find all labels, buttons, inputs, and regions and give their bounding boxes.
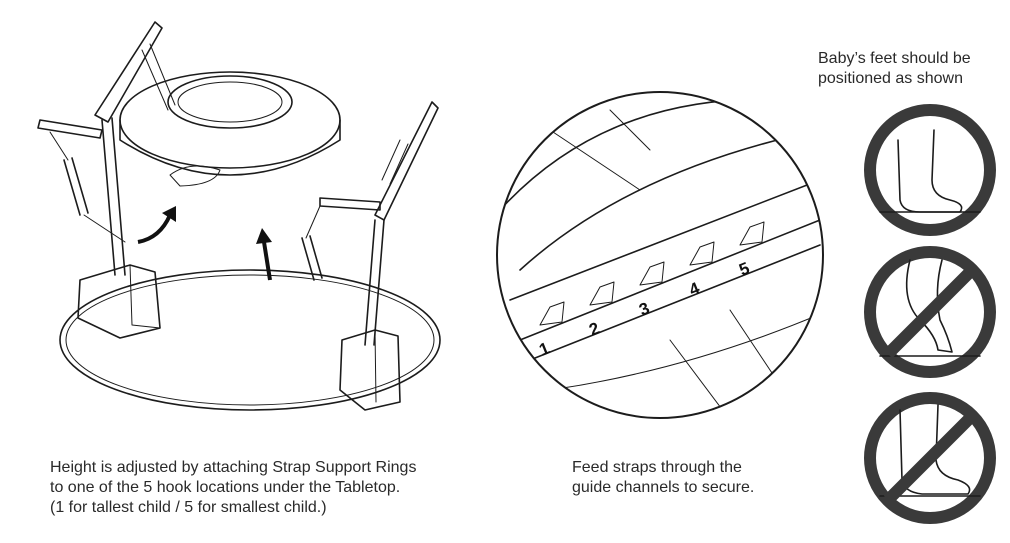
caption-line: Height is adjusted by attaching Strap Su… <box>50 459 417 476</box>
height-adjust-caption: Height is adjusted by attaching Strap Su… <box>50 458 416 518</box>
caption-line: Baby’s feet should be <box>818 50 971 67</box>
foot-flat-prohibited-icon <box>864 392 996 524</box>
caption-line: positioned as shown <box>818 70 963 87</box>
caption-line: Feed straps through the <box>572 459 742 476</box>
jumper-frame-illustration <box>20 10 480 435</box>
foot-flat-correct-icon <box>864 104 996 236</box>
foot-position-icons <box>840 100 1010 543</box>
caption-line: guide channels to secure. <box>572 479 755 496</box>
foot-tiptoe-prohibited-icon <box>864 246 996 378</box>
caption-line: to one of the 5 hook locations under the… <box>50 479 401 496</box>
caption-line: (1 for tallest child / 5 for smallest ch… <box>50 499 327 516</box>
feet-position-caption: Baby’s feet should be positioned as show… <box>818 49 971 89</box>
hook-locations-closeup: 1 2 3 4 5 <box>490 70 840 430</box>
feed-straps-caption: Feed straps through the guide channels t… <box>572 458 754 498</box>
